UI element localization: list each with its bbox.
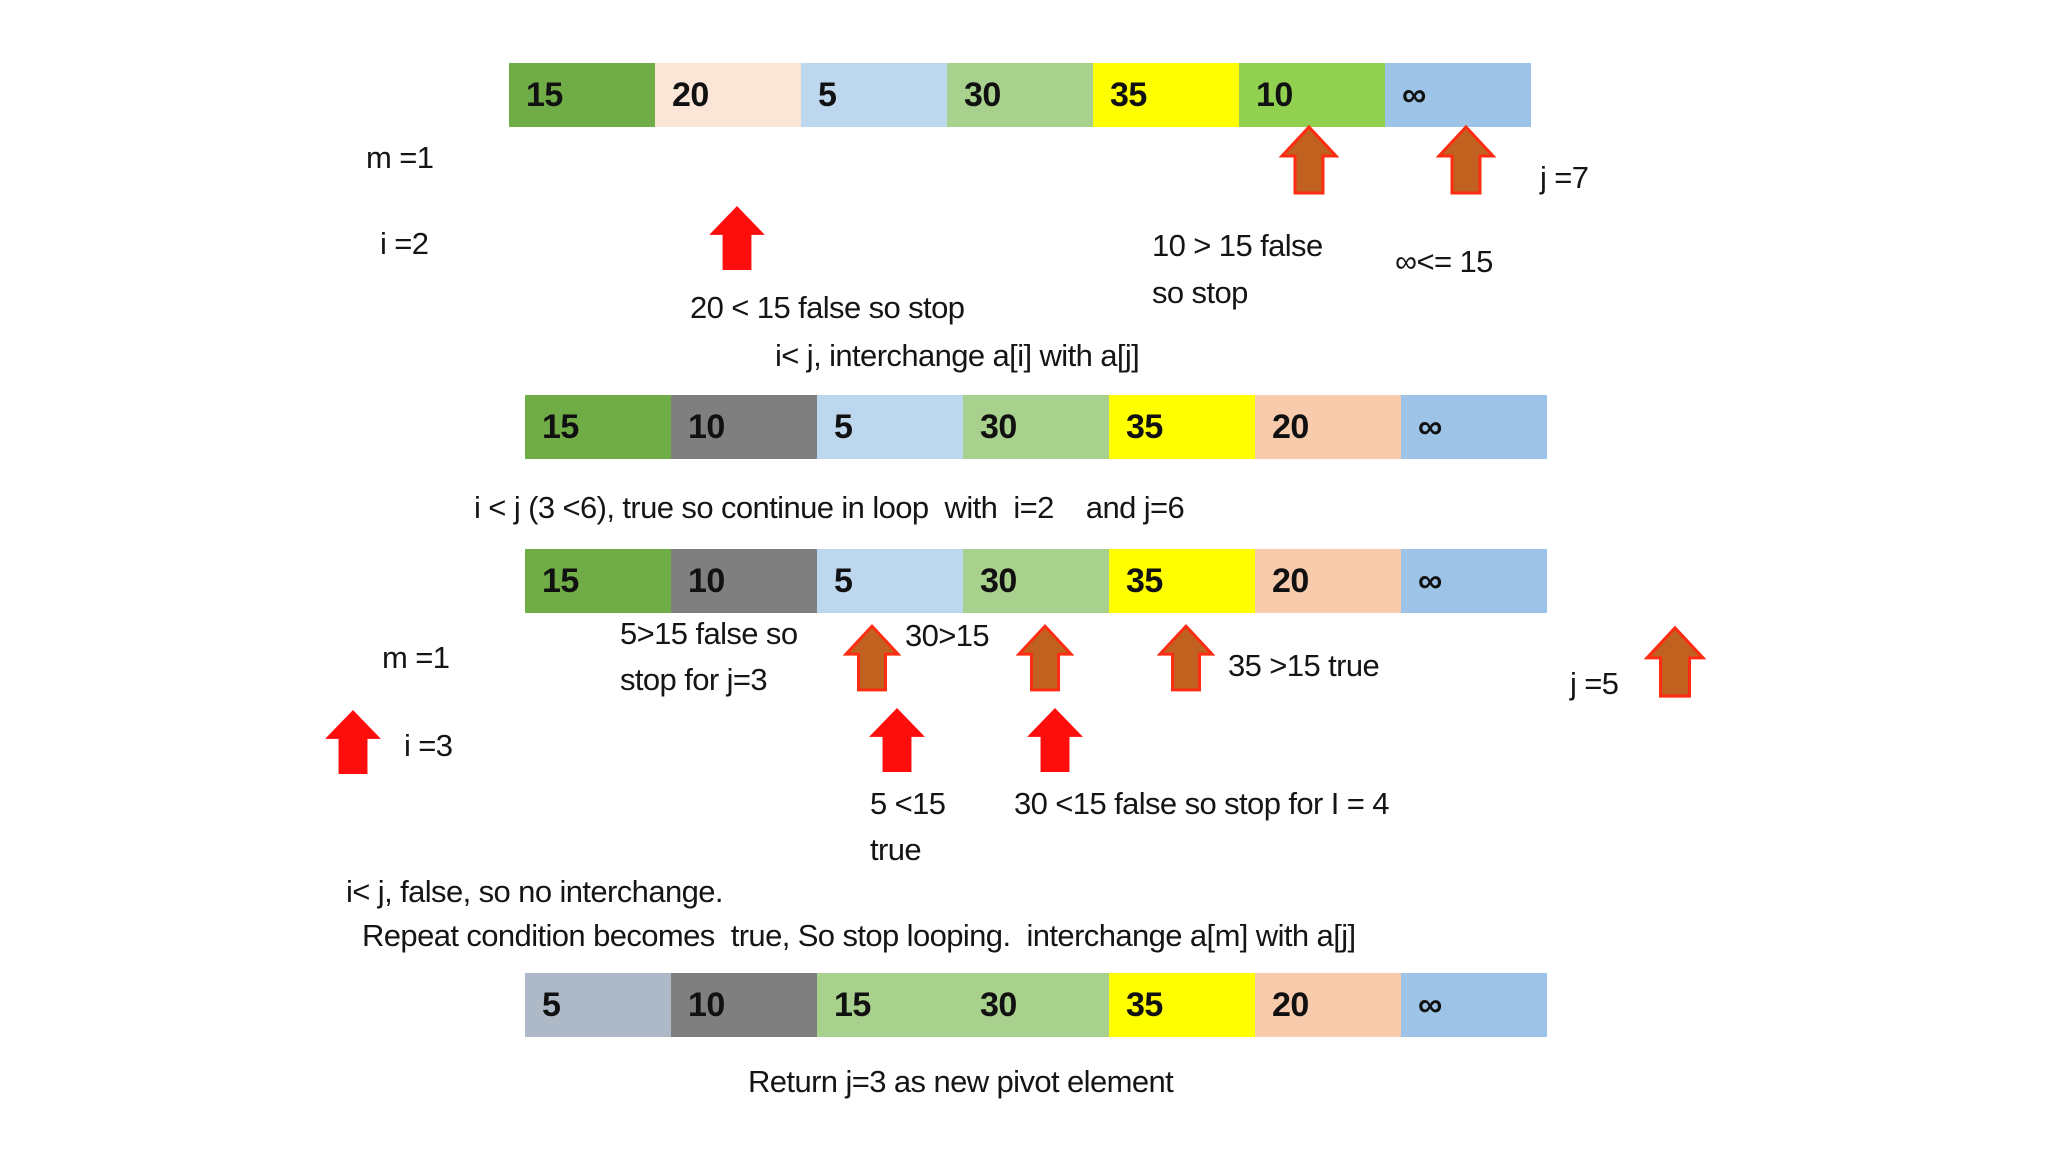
array-cell: 20	[1255, 549, 1401, 613]
annotation-compare-5-j-cont: stop for j=3	[620, 662, 768, 697]
annotation-compare-20: 20 < 15 false so stop	[690, 290, 965, 325]
annotation-return-pivot: Return j=3 as new pivot element	[748, 1064, 1174, 1099]
annotation-compare-5-i-cont: true	[870, 832, 922, 867]
array-cell: 10	[671, 549, 817, 613]
array-cell: 30	[963, 395, 1109, 459]
array-cell: 35	[1109, 549, 1255, 613]
array-cell: 15	[509, 63, 655, 127]
array-cell: ∞	[1401, 395, 1547, 459]
annotation-compare-10: 10 > 15 false	[1152, 228, 1323, 263]
array-cell: ∞	[1401, 549, 1547, 613]
label-i-step3: i =3	[404, 728, 453, 763]
array-cell: 5	[817, 549, 963, 613]
array-row-4: 5 10 15 30 35 20 ∞	[525, 973, 1547, 1037]
up-arrow-icon	[1279, 124, 1339, 195]
up-arrow-icon	[1016, 623, 1074, 692]
annotation-compare-5-i: 5 <15	[870, 786, 946, 821]
array-cell: ∞	[1401, 973, 1547, 1037]
array-cell: 35	[1109, 395, 1255, 459]
array-cell: 10	[1239, 63, 1385, 127]
array-cell: 20	[655, 63, 801, 127]
label-m-step3: m =1	[382, 640, 450, 675]
annotation-interchange: i< j, interchange a[i] with a[j]	[775, 338, 1140, 373]
up-arrow-icon	[1157, 623, 1215, 692]
label-m-step1: m =1	[366, 140, 434, 175]
annotation-compare-10-cont: so stop	[1152, 275, 1248, 310]
array-cell: 15	[525, 549, 671, 613]
array-row-3: 15 10 5 30 35 20 ∞	[525, 549, 1547, 613]
array-cell: 5	[525, 973, 671, 1037]
array-cell: 35	[1109, 973, 1255, 1037]
array-cell: 30	[963, 549, 1109, 613]
up-arrow-icon	[325, 709, 381, 775]
annotation-compare-30-j: 30>15	[905, 618, 990, 653]
array-row-2: 15 10 5 30 35 20 ∞	[525, 395, 1547, 459]
array-row-1: 15 20 5 30 35 10 ∞	[509, 63, 1531, 127]
array-cell: 10	[671, 395, 817, 459]
array-cell: 5	[817, 395, 963, 459]
array-cell: 35	[1093, 63, 1239, 127]
annotation-compare-infinity: ∞<= 15	[1395, 244, 1493, 279]
array-cell: 20	[1255, 973, 1401, 1037]
up-arrow-icon	[1027, 707, 1083, 773]
annotation-stop-looping: Repeat condition becomes true, So stop l…	[362, 918, 1356, 953]
array-cell: 15	[525, 395, 671, 459]
array-cell: 30	[947, 63, 1093, 127]
label-j-step1: j =7	[1540, 160, 1589, 195]
array-cell: 15	[817, 973, 963, 1037]
label-j-step3: j =5	[1570, 666, 1619, 701]
up-arrow-icon	[1436, 124, 1496, 195]
annotation-no-interchange: i< j, false, so no interchange.	[346, 874, 724, 909]
annotation-loop-continue: i < j (3 <6), true so continue in loop w…	[474, 490, 1185, 525]
up-arrow-icon	[709, 206, 765, 270]
annotation-compare-35: 35 >15 true	[1228, 648, 1380, 683]
annotation-compare-30-i: 30 <15 false so stop for I = 4	[1014, 786, 1390, 821]
array-cell: 10	[671, 973, 817, 1037]
array-cell: 5	[801, 63, 947, 127]
array-cell: 20	[1255, 395, 1401, 459]
up-arrow-icon	[869, 707, 925, 773]
up-arrow-icon	[843, 623, 901, 692]
annotation-compare-5-j: 5>15 false so	[620, 616, 798, 651]
array-cell: 30	[963, 973, 1109, 1037]
label-i-step1: i =2	[380, 226, 429, 261]
array-cell: ∞	[1385, 63, 1531, 127]
up-arrow-icon	[1644, 625, 1706, 698]
